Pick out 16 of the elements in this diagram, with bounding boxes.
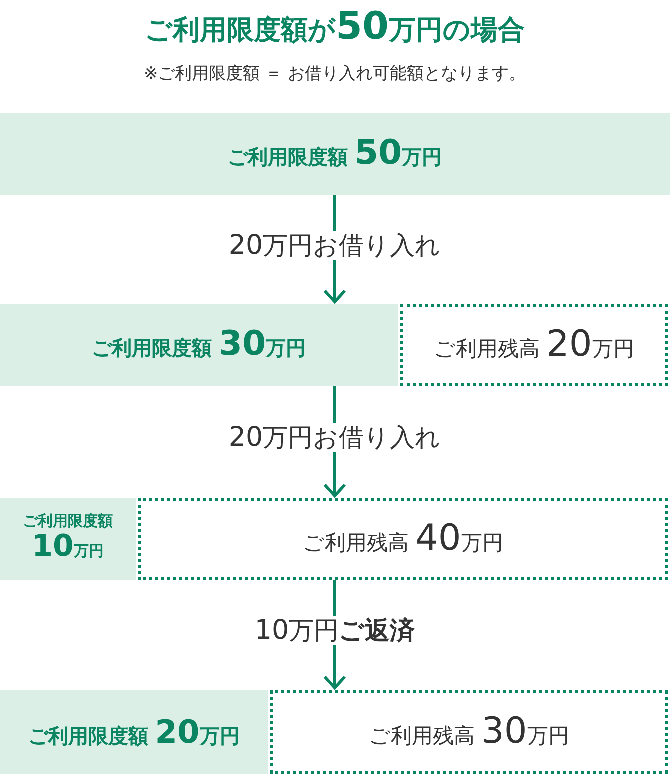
amount-text: ご利用限度額 20万円 [28,714,240,750]
amount-text: ご利用残高 40万円 [302,518,504,560]
balance-box [270,690,668,774]
amount-text: ご利用限度額 50万円 [228,134,442,174]
amount-text: ご利用残高 30万円 [368,711,570,753]
note-text: ※ご利用限度額 ＝ お借り入れ可能額となります。 [142,63,528,85]
limit-box [0,113,670,195]
limit-box [0,690,268,774]
title: ご利用限度額が50万円の場合 [144,4,526,48]
limit-box [0,304,398,386]
amount-text: ご利用限度額 10万円 [22,513,114,565]
amount-text: ご利用限度額 30万円 [92,325,306,365]
balance-box [138,498,668,580]
balance-box [400,304,668,386]
amount-text: ご利用残高 20万円 [434,324,634,366]
limit-box [0,498,136,580]
